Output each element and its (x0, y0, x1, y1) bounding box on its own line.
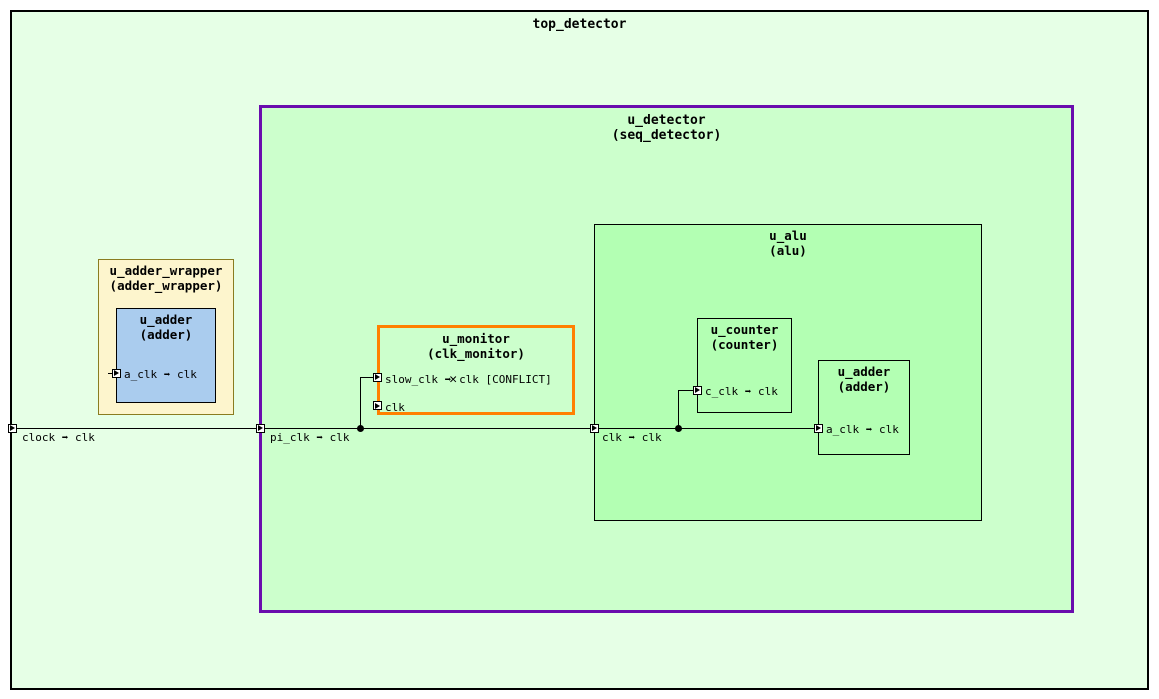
port-arrow-icon-detector-clock[interactable] (256, 423, 265, 433)
module-u-adder-in-alu[interactable]: u_adder(adder) (818, 360, 910, 455)
module-u-counter-type: (counter) (710, 336, 779, 352)
module-u-adder-in-alu-type: (adder) (837, 378, 891, 394)
wire-counter-branch-horizontal (678, 390, 699, 391)
module-u-counter-name: u_counter (710, 322, 779, 337)
module-top-detector-title: top_detector (532, 17, 627, 32)
module-u-adder-in-alu-title: u_adder(adder) (819, 364, 909, 395)
module-u-counter-title: u_counter(counter) (698, 322, 791, 353)
module-u-adder-in-wrapper-name: u_adder (139, 312, 193, 327)
module-u-adder-wrapper-type: (adder_wrapper) (109, 277, 223, 293)
port-arrow-icon-alu-adder-clock[interactable] (814, 423, 823, 433)
wire-counter-branch-vertical (678, 390, 679, 429)
port-arrow-icon-monitor-clk[interactable] (373, 401, 382, 410)
module-u-alu-type: (alu) (769, 242, 807, 258)
wire-monitor-branch-vertical (360, 377, 361, 429)
port-arrow-icon-counter-clock[interactable] (693, 385, 702, 395)
wire-top-clock (12, 428, 260, 429)
port-arrow-icon-alu-clock[interactable] (590, 423, 599, 433)
module-u-monitor-title: u_monitor(clk_monitor) (380, 331, 572, 362)
module-u-monitor-name: u_monitor (442, 331, 510, 346)
wire-monitor-branch-horizontal (360, 377, 379, 378)
module-u-counter[interactable]: u_counter(counter) (697, 318, 792, 413)
port-arrow-icon-top-clock[interactable] (8, 423, 17, 433)
module-u-adder-in-wrapper-title: u_adder(adder) (117, 312, 215, 343)
module-u-adder-in-wrapper-type: (adder) (139, 326, 193, 342)
wire-alu-clock (597, 428, 819, 429)
module-u-alu-name: u_alu (769, 228, 807, 243)
module-u-monitor-type: (clk_monitor) (427, 345, 525, 361)
module-u-detector-title: u_detector(seq_detector) (262, 113, 1071, 144)
module-u-adder-wrapper-title: u_adder_wrapper(adder_wrapper) (99, 263, 233, 294)
wire-junction-icon-counter (675, 425, 682, 432)
module-u-adder-in-alu-name: u_adder (837, 364, 891, 379)
module-u-monitor[interactable]: u_monitor(clk_monitor) (377, 325, 575, 415)
module-u-alu-title: u_alu(alu) (595, 228, 981, 259)
module-u-detector-type: (seq_detector) (611, 128, 722, 144)
port-arrow-icon-monitor-slow-clk[interactable] (373, 372, 382, 382)
module-u-detector-name: u_detector (627, 113, 706, 128)
module-u-adder-in-wrapper[interactable]: u_adder(adder) (116, 308, 216, 403)
wire-detector-clock (262, 428, 595, 429)
wire-junction-icon-monitor (357, 425, 364, 432)
port-arrow-icon-wrapper-adder-clock[interactable] (112, 368, 121, 378)
module-u-adder-wrapper-name: u_adder_wrapper (109, 263, 223, 278)
